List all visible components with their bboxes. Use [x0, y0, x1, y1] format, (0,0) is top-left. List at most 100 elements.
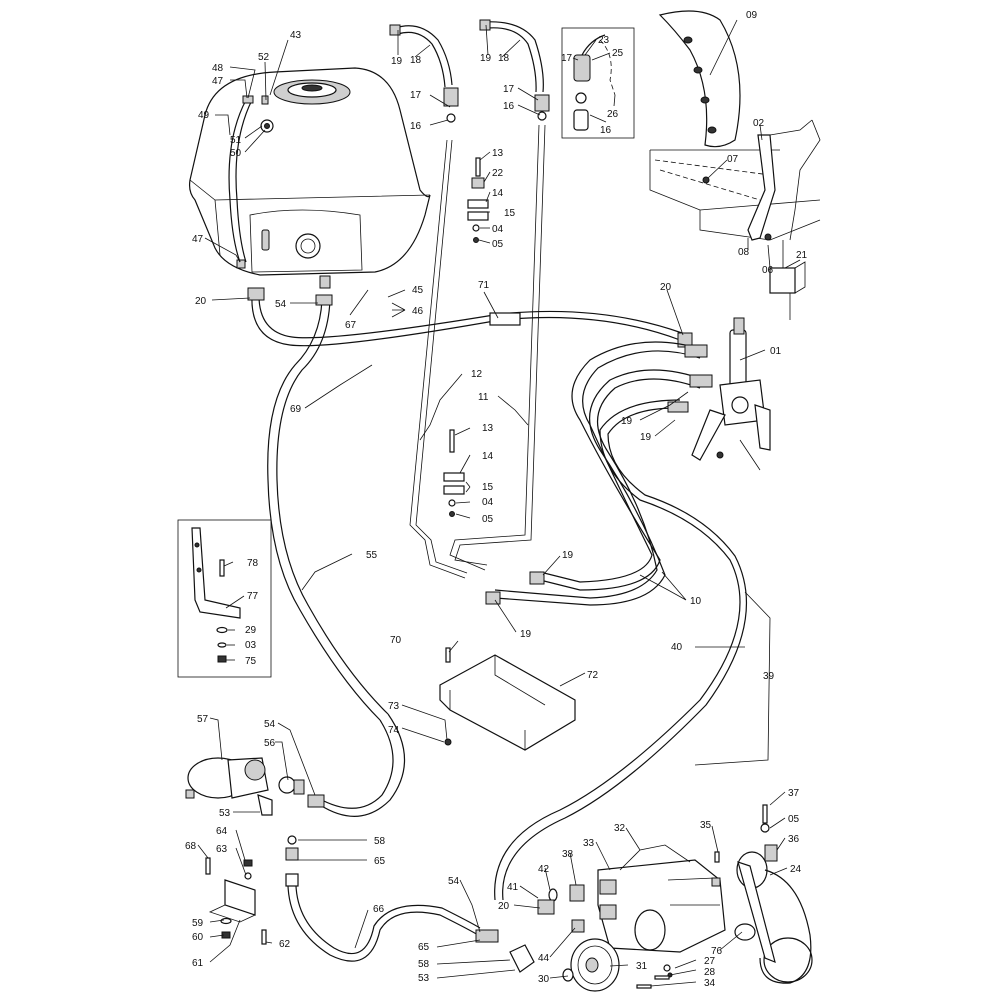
- part-label-41: 41: [507, 882, 519, 893]
- part-label-52: 52: [258, 52, 270, 63]
- part-label-20-b: 20: [660, 282, 672, 293]
- part-label-47-b: 47: [192, 234, 204, 245]
- hose-66: [285, 835, 535, 973]
- part-label-74: 74: [388, 725, 400, 736]
- part-label-31: 31: [636, 961, 648, 972]
- part-label-21: 21: [796, 250, 808, 261]
- hose-55: [317, 713, 406, 817]
- inset-detail-top: [561, 27, 635, 139]
- part-label-47-a: 47: [212, 76, 224, 87]
- part-label-15-b: 15: [482, 482, 494, 493]
- part-label-20-a: 20: [195, 296, 207, 307]
- part-label-20-c: 20: [498, 901, 510, 912]
- part-label-16-c: 16: [600, 125, 612, 136]
- filter-assembly-57: [185, 757, 325, 816]
- pulley-31: [562, 938, 620, 992]
- part-label-54-c: 54: [448, 876, 460, 887]
- part-label-17-b: 17: [503, 84, 515, 95]
- hose-18-right: [479, 19, 550, 121]
- part-label-23: 23: [598, 35, 610, 46]
- part-label-53-a: 53: [219, 808, 231, 819]
- part-label-77: 77: [247, 591, 259, 602]
- clamp-set-upper: [467, 157, 489, 243]
- part-label-17-a: 17: [410, 90, 422, 101]
- pump-32: [597, 844, 726, 953]
- part-label-72: 72: [587, 670, 599, 681]
- part-label-64: 64: [216, 826, 228, 837]
- part-label-63: 63: [216, 844, 228, 855]
- part-label-15-a: 15: [504, 208, 516, 219]
- part-label-58-a: 58: [374, 836, 386, 847]
- part-label-28: 28: [704, 967, 716, 978]
- part-label-45: 45: [412, 285, 424, 296]
- part-label-35: 35: [700, 820, 712, 831]
- part-label-48: 48: [212, 63, 224, 74]
- part-label-50: 50: [230, 148, 242, 159]
- part-label-02: 02: [753, 118, 765, 129]
- part-label-19-d: 19: [640, 432, 652, 443]
- part-label-18-b: 18: [498, 53, 510, 64]
- part-label-54-b: 54: [264, 719, 276, 730]
- part-label-19-c: 19: [621, 416, 633, 427]
- part-label-67: 67: [345, 320, 357, 331]
- bracket-61: [205, 857, 267, 945]
- part-label-05-c: 05: [788, 814, 800, 825]
- panel-09: [658, 10, 741, 148]
- part-label-16-b: 16: [503, 101, 515, 112]
- part-label-38: 38: [562, 849, 574, 860]
- part-label-19-b: 19: [480, 53, 492, 64]
- part-label-14-b: 14: [482, 451, 494, 462]
- part-label-07: 07: [727, 154, 739, 165]
- part-label-16-a: 16: [410, 121, 422, 132]
- part-label-76: 76: [711, 946, 723, 957]
- part-label-17-c: 17: [561, 53, 573, 64]
- part-label-46: 46: [412, 306, 424, 317]
- pump-fittings: [537, 884, 585, 933]
- part-label-05-b: 05: [482, 514, 494, 525]
- part-label-13-a: 13: [492, 148, 504, 159]
- part-label-29: 29: [245, 625, 257, 636]
- pipe-11: [449, 124, 546, 571]
- part-label-53-b: 53: [418, 973, 430, 984]
- part-label-55: 55: [366, 550, 378, 561]
- hose-71: [247, 287, 693, 348]
- hose-69: [267, 294, 389, 721]
- part-label-57: 57: [197, 714, 209, 725]
- pipe-12: [409, 139, 468, 579]
- part-label-43: 43: [290, 30, 302, 41]
- inset-bracket-box: [177, 519, 272, 678]
- part-label-54-a: 54: [275, 299, 287, 310]
- part-label-19-e: 19: [562, 550, 574, 561]
- part-label-04-b: 04: [482, 497, 494, 508]
- hose-18-left: [389, 24, 459, 123]
- part-label-59: 59: [192, 918, 204, 929]
- part-label-03: 03: [245, 640, 257, 651]
- part-label-09: 09: [746, 10, 758, 21]
- part-label-26: 26: [607, 109, 619, 120]
- part-label-44: 44: [538, 953, 550, 964]
- belt-drive-24: [636, 804, 813, 989]
- part-label-65-a: 65: [374, 856, 386, 867]
- part-label-69: 69: [290, 404, 302, 415]
- part-label-70: 70: [390, 635, 402, 646]
- part-label-25: 25: [612, 48, 624, 59]
- frame-bracket: [649, 119, 821, 320]
- tank-assembly: [188, 67, 431, 289]
- part-label-18-a: 18: [410, 55, 422, 66]
- part-label-49: 49: [198, 110, 210, 121]
- part-label-08: 08: [738, 247, 750, 258]
- part-label-78: 78: [247, 558, 259, 569]
- part-label-34: 34: [704, 978, 716, 989]
- part-label-19-a: 19: [391, 56, 403, 67]
- part-label-73: 73: [388, 701, 400, 712]
- part-label-56: 56: [264, 738, 276, 749]
- part-label-06: 06: [762, 265, 774, 276]
- part-label-27: 27: [704, 956, 716, 967]
- part-label-24: 24: [790, 864, 802, 875]
- hose-group-10: [485, 341, 747, 901]
- part-label-71: 71: [478, 280, 490, 291]
- part-label-13-b: 13: [482, 423, 494, 434]
- part-label-62: 62: [279, 939, 291, 950]
- part-label-11: 11: [478, 392, 489, 403]
